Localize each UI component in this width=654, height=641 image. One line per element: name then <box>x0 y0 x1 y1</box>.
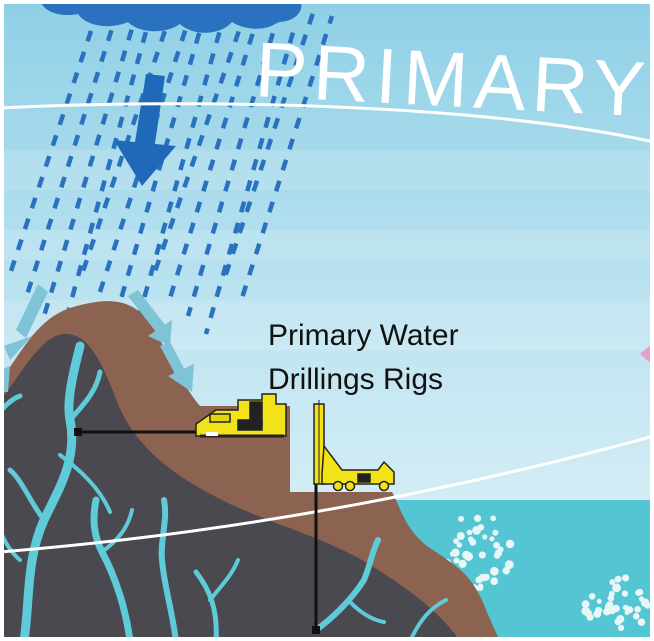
sea-bubble <box>621 590 629 597</box>
drilling-rig-1 <box>195 393 287 438</box>
rain-streak <box>239 15 335 299</box>
sea-bubble <box>493 541 500 549</box>
rain-streak <box>167 9 263 299</box>
sea-bubble <box>458 515 465 522</box>
sea-bubble <box>472 526 481 535</box>
sea-bubble <box>478 551 486 559</box>
rigs-label-line-2: Drillings Rigs <box>268 363 443 396</box>
sea-bubble <box>451 548 460 557</box>
sea-bubble <box>607 594 615 602</box>
sea-bubble <box>462 550 471 560</box>
sea-bubble <box>494 549 503 557</box>
sea-bubble <box>632 613 640 620</box>
sea-bubble <box>478 573 487 582</box>
sea-bubble <box>639 596 645 602</box>
infiltration-arrows <box>0 284 194 392</box>
sea-bubble <box>456 532 465 540</box>
sea-bubble <box>490 515 497 522</box>
rigs-label-line-1: Primary Water <box>268 319 459 352</box>
sea-bubble <box>456 542 463 548</box>
rain-streak <box>77 15 173 281</box>
rain-streak <box>185 15 281 317</box>
sea-bubble <box>622 574 630 582</box>
sea-bubble <box>614 575 622 583</box>
rainfall-arrow <box>114 74 176 186</box>
sea-bubble <box>612 583 621 593</box>
sea-bubble <box>503 568 510 575</box>
sea-bubble <box>637 618 646 626</box>
sea-bubble <box>608 590 615 597</box>
sea-bubble <box>489 536 495 542</box>
lower-orbit-line <box>0 434 654 554</box>
sea-bubble <box>453 538 459 544</box>
sea-bubble <box>490 577 499 585</box>
sea-bubble <box>586 613 594 621</box>
rain-streak <box>23 15 119 299</box>
rain-streak <box>221 9 317 281</box>
sea-bubble <box>453 557 460 564</box>
upper-orbit-line <box>0 102 654 144</box>
rock-core <box>0 333 460 641</box>
rain-streak <box>41 21 137 317</box>
sea-bubble <box>609 579 616 586</box>
sea-bubble <box>466 529 473 536</box>
sea-bubble <box>618 624 625 632</box>
sea-bubble <box>612 604 620 613</box>
sea-bubble <box>504 560 514 569</box>
sea-bubble <box>626 606 634 614</box>
sea-bubble <box>581 600 590 609</box>
sea-bubble <box>474 514 482 523</box>
rain-streaks <box>5 9 335 335</box>
sea-bubble <box>490 566 499 576</box>
sea-bubble <box>588 593 596 600</box>
sea-bubble <box>467 536 474 543</box>
sea-bubble <box>596 598 602 604</box>
sea-bubbles <box>443 514 651 632</box>
rain-streak <box>5 9 101 281</box>
sea-bubble <box>477 585 484 591</box>
drilling-rig-2 <box>313 400 395 492</box>
sea-bubble <box>505 539 515 549</box>
sea-bubble <box>603 607 611 616</box>
sea-bubble <box>593 610 602 618</box>
sea-bubble <box>634 606 641 613</box>
vertical-drill-line <box>312 484 320 634</box>
sea-bubble <box>458 559 467 569</box>
sea-bubble <box>642 599 649 606</box>
sea-bubble <box>482 534 488 540</box>
sea-bubble <box>636 588 644 596</box>
horizontal-drill-line <box>74 428 210 436</box>
sea-bubble <box>492 529 499 536</box>
sea-bubble <box>614 618 622 626</box>
